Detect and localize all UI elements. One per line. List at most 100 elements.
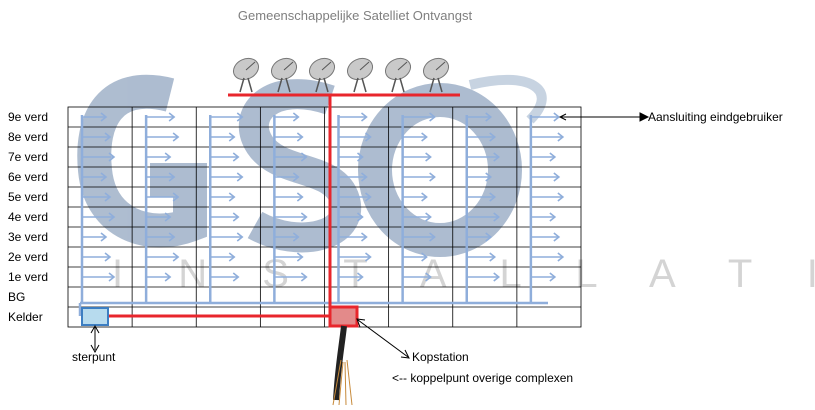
outlet-arrow-head: [489, 132, 497, 142]
floor-label: Kelder: [8, 310, 43, 324]
outlet-arrow-head: [236, 172, 244, 182]
sterpunt-box: [81, 307, 109, 326]
building-grid: [67, 106, 582, 328]
satellite-dish-icon: [308, 57, 336, 93]
floor-label: 6e verd: [8, 170, 49, 184]
outlet-arrow-head: [164, 272, 172, 282]
outlet-arrow-head: [421, 252, 428, 262]
outlet-arrow-head: [425, 152, 432, 162]
outlet-arrow-head: [485, 112, 493, 122]
dish-reflector: [422, 57, 450, 81]
kopstation-box: [328, 305, 359, 328]
outlet-arrow-head: [292, 112, 300, 122]
satellite-dish-icon: [384, 57, 412, 93]
outlet-arrow-head: [232, 212, 240, 222]
outlet-arrow-head: [172, 192, 180, 202]
outlet-arrow-head: [421, 192, 428, 202]
outlet-arrow-head: [108, 212, 116, 222]
outlet-arrow-head: [108, 272, 116, 282]
outlet-arrow-head: [172, 252, 180, 262]
outlet-arrow-head: [361, 172, 368, 182]
outlet-arrow-head: [549, 152, 557, 162]
sterpunt-label: sterpunt: [72, 350, 116, 364]
outlet-arrow-head: [296, 132, 304, 142]
floor-label: 1e verd: [8, 270, 49, 284]
dish-reflector: [232, 57, 260, 81]
floor-label: 7e verd: [8, 150, 49, 164]
outlet-arrow-head: [429, 232, 436, 242]
outlet-arrow-head: [425, 212, 432, 222]
outlet-arrow-head: [357, 152, 364, 162]
outlet-arrow-head: [429, 172, 436, 182]
dish-feed-arm: [245, 61, 256, 71]
cable-bundle: [332, 325, 353, 406]
satellite-dish-icon: [422, 57, 450, 93]
outlet-arrow-head: [489, 252, 497, 262]
dish-leg: [247, 77, 253, 93]
floor-label: 9e verd: [8, 110, 49, 124]
floor-label: 3e verd: [8, 230, 49, 244]
outlet-arrow-head: [357, 272, 364, 282]
dish-feed-arm: [359, 61, 370, 71]
outlet-arrow-head: [557, 132, 565, 142]
dish-reflector: [270, 57, 298, 81]
satellite-dish-icon: [232, 57, 260, 93]
outlet-arrow-head: [425, 272, 432, 282]
dish-leg: [437, 77, 443, 93]
outlet-arrow-head: [365, 192, 372, 202]
outlet-arrow-head: [557, 252, 565, 262]
floor-label: 5e verd: [8, 190, 49, 204]
dish-leg: [429, 77, 435, 93]
outlet-arrow-head: [296, 192, 304, 202]
dish-leg: [353, 77, 359, 93]
outlet-arrow-head: [549, 272, 557, 282]
outlet-arrow-head: [365, 252, 372, 262]
outlet-arrow-head: [557, 192, 565, 202]
dish-reflector: [384, 57, 412, 81]
outlet-arrow-head: [296, 252, 304, 262]
outlet-arrow-head: [100, 172, 108, 182]
outlet-arrow-head: [228, 192, 236, 202]
outlet-arrow-head: [365, 132, 372, 142]
outlet-arrow-head: [232, 272, 240, 282]
dish-reflector: [346, 57, 374, 81]
watermark-word: I N S T A L L A T I E: [112, 252, 815, 296]
satellite-dish-icon: [270, 57, 298, 93]
floor-label: 8e verd: [8, 130, 49, 144]
outlet-arrow-head: [228, 132, 236, 142]
dish-leg: [285, 77, 291, 93]
outlet-arrow-head: [172, 132, 180, 142]
outlet-arrow-head: [361, 112, 368, 122]
outlet-arrow-head: [168, 112, 176, 122]
eindgebruiker-label: Aansluiting eindgebruiker: [648, 110, 783, 124]
satellite-dishes: [232, 57, 450, 93]
dish-reflector: [308, 57, 336, 81]
dish-leg: [391, 77, 397, 93]
outlet-arrow-head: [549, 212, 557, 222]
dish-leg: [315, 77, 321, 93]
outlet-arrow-head: [553, 112, 561, 122]
kopstation-label: Kopstation: [412, 350, 469, 364]
outlet-arrow-head: [493, 152, 501, 162]
outlet-arrow-head: [553, 232, 561, 242]
outlet-arrow-head: [489, 192, 497, 202]
dish-feed-arm: [435, 61, 446, 71]
outlet-arrow-head: [104, 192, 112, 202]
outlet-arrow-head: [357, 212, 364, 222]
outlet-arrow-head: [108, 152, 116, 162]
outlet-arrow-head: [164, 152, 172, 162]
outlet-arrow-head: [485, 232, 493, 242]
outlet-arrow-head: [104, 252, 112, 262]
dish-leg: [361, 77, 367, 93]
outlet-arrow-head: [300, 212, 308, 222]
outlet-arrow-head: [228, 252, 236, 262]
outlet-arrow-head: [100, 232, 108, 242]
outlet-arrow-head: [300, 272, 308, 282]
outlet-arrow-head: [421, 132, 428, 142]
outlet-arrow-head: [164, 212, 172, 222]
dish-feed-arm: [283, 61, 294, 71]
outlet-arrow-head: [232, 152, 240, 162]
outlet-arrow-head: [292, 232, 300, 242]
diagram-title: Gemeenschappelijke Satelliet Ontvangst: [237, 8, 473, 23]
